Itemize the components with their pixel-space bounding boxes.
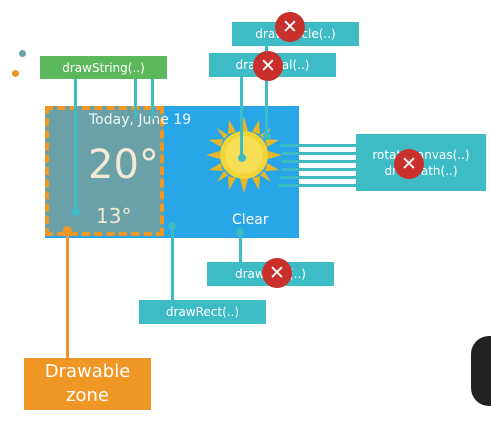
connector-dot	[72, 208, 80, 216]
x-icon: ✕	[275, 12, 305, 42]
connector-dot	[168, 222, 176, 230]
x-icon: ✕	[394, 149, 424, 179]
widget-condition: Clear	[232, 212, 269, 228]
connector-line	[74, 79, 77, 211]
drawable-zone-connector	[66, 232, 69, 358]
widget-temperature: 20°	[88, 142, 159, 188]
connector-dot	[263, 132, 271, 140]
connector-line	[280, 144, 356, 147]
decorative-dot	[19, 50, 26, 57]
connector-line	[282, 152, 356, 155]
widget-date: Today, June 19	[89, 112, 192, 128]
decorative-dot	[12, 70, 19, 77]
dark-edge-shape	[471, 336, 491, 406]
connector-line	[282, 168, 356, 171]
draw-rect-label: drawRect(..)	[139, 300, 266, 324]
drawable-zone-dot	[63, 226, 72, 235]
drawable-zone-box	[45, 106, 164, 236]
drawable-zone-label: Drawable zone	[24, 358, 151, 410]
connector-line	[282, 160, 356, 163]
x-icon: ✕	[253, 51, 283, 81]
connector-line	[171, 226, 174, 300]
connector-line	[240, 76, 243, 158]
widget-low-temperature: 13°	[96, 204, 132, 228]
connector-line	[239, 232, 242, 262]
connector-dot	[236, 228, 244, 236]
x-icon: ✕	[262, 258, 292, 288]
connector-line	[134, 79, 137, 119]
connector-line	[265, 46, 268, 136]
connector-line	[151, 79, 154, 119]
connector-line	[280, 176, 356, 179]
draw-string-label: drawString(..)	[40, 56, 167, 79]
connector-line	[278, 184, 356, 187]
connector-dot	[238, 154, 246, 162]
